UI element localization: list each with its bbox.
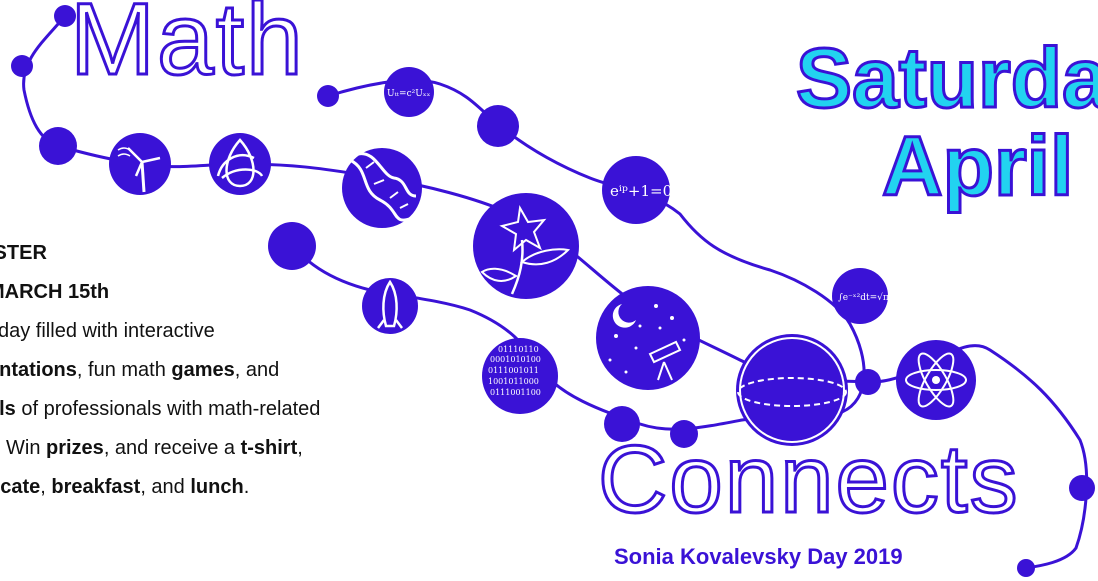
info-line-5: ficate, breakfast, and lunch. — [0, 476, 250, 498]
event-month-text: April — [880, 119, 1074, 213]
rocket-icon — [362, 278, 418, 334]
deadline-heading: MARCH 15th — [0, 281, 110, 303]
moon-stars-telescope-icon — [596, 286, 700, 390]
upper-curve — [22, 15, 1089, 570]
dna-helix-icon — [342, 148, 422, 228]
sphere-icon — [736, 334, 848, 446]
event-info-text: ISTER MARCH 15th day filled with interac… — [0, 234, 520, 507]
register-heading: ISTER — [0, 242, 47, 264]
math-title: Math — [69, 0, 305, 96]
event-day-text: Saturda — [795, 31, 1098, 125]
svg-text:∫e⁻ˣ²dt=√π: ∫e⁻ˣ²dt=√π — [838, 292, 889, 303]
atom-icon — [896, 340, 976, 420]
euler-identity-circle: eⁱᵖ+1=0 — [602, 156, 672, 224]
connects-title: Connects — [597, 426, 1020, 533]
info-line-1: day filled with interactive — [0, 320, 215, 342]
event-subtitle: Sonia Kovalevsky Day 2019 — [614, 544, 903, 569]
info-line-4: Win prizes, and receive a t-shirt, — [6, 437, 303, 459]
svg-text:Uₜₜ=c²Uₓₓ: Uₜₜ=c²Uₓₓ — [387, 89, 431, 99]
wave-equation-circle: Uₜₜ=c²Uₓₓ — [384, 67, 434, 117]
svg-text:eⁱᵖ+1=0: eⁱᵖ+1=0 — [610, 182, 672, 200]
trefoil-knot-icon — [209, 133, 271, 195]
flower-plant-icon — [473, 193, 579, 299]
chain-dots — [11, 5, 1095, 577]
wind-turbine-icon — [109, 133, 171, 195]
info-line-3: els of professionals with math-related — [0, 398, 321, 420]
gaussian-integral-circle: ∫e⁻ˣ²dt=√π — [832, 268, 889, 324]
